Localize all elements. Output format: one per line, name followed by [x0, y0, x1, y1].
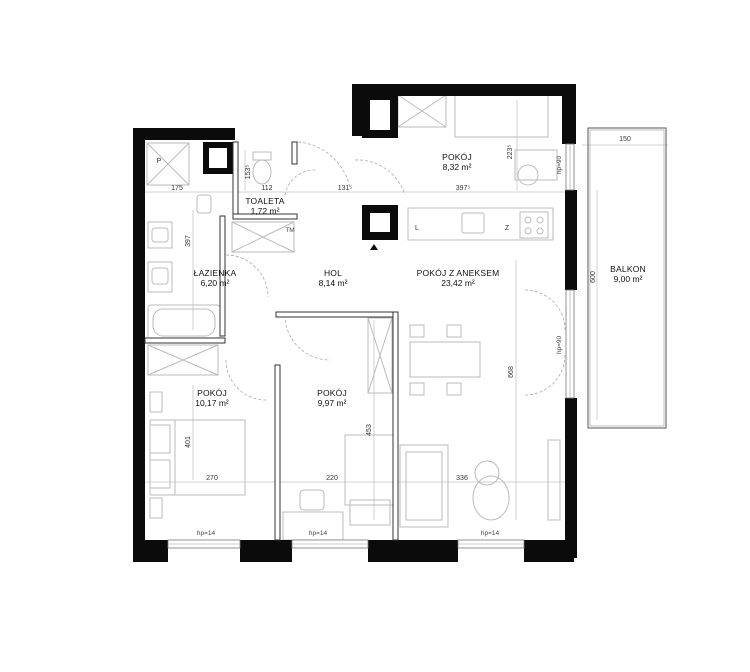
dimension-labels: 175 112 131⁵ 397⁵ 150 270 220 336 153⁵ 2…: [171, 136, 631, 482]
dim-668: 668: [508, 366, 515, 378]
room-area-pokoj-aneks: 23,42 m²: [441, 278, 475, 288]
dim-153: 153⁵: [245, 165, 252, 180]
partition-walls: [144, 141, 399, 541]
room-name-pokoj-left: POKÓJ: [197, 388, 227, 398]
dim-270: 270: [206, 475, 218, 482]
windows: [167, 143, 575, 549]
dim-401: 401: [185, 436, 192, 448]
room-name-pokoj-mid: POKÓJ: [317, 388, 347, 398]
dim-223: 223⁵: [507, 145, 514, 160]
room-name-lazienka: ŁAZIENKA: [194, 268, 237, 278]
room-name-toaleta: TOALETA: [245, 196, 284, 206]
room-labels: POKÓJ 8,32 m² TOALETA 1,72 m² ŁAZIENKA 6…: [194, 152, 646, 408]
room-name-pokoj-top: POKÓJ: [442, 152, 472, 162]
dim-336: 336: [456, 475, 468, 482]
label-kitchen-l: L: [415, 225, 419, 232]
room-area-pokoj-left: 10,17 m²: [195, 398, 229, 408]
dim-150: 150: [619, 136, 631, 143]
dim-397h: 397⁵: [456, 185, 471, 192]
label-hp14-left: hp=14: [197, 530, 216, 537]
dim-131: 131⁵: [338, 185, 353, 192]
dim-175: 175: [171, 185, 183, 192]
label-hp90-top: hp=90: [556, 155, 563, 174]
room-area-pokoj-mid: 9,97 m²: [318, 398, 347, 408]
room-area-hol: 8,14 m²: [319, 278, 348, 288]
label-hp90-mid: hp=90: [556, 335, 563, 354]
room-area-lazienka: 6,20 m²: [201, 278, 230, 288]
dim-453: 453: [366, 424, 373, 436]
room-area-pokoj-top: 8,32 m²: [443, 162, 472, 172]
dim-397v: 397: [185, 235, 192, 247]
room-name-balkon: BALKON: [610, 264, 646, 274]
dim-600: 600: [590, 271, 597, 283]
walls: [133, 84, 577, 562]
room-area-toaleta: 1,72 m²: [251, 206, 280, 216]
label-hp14-right: hp=14: [481, 530, 500, 537]
label-tm: TM: [285, 227, 294, 234]
room-name-hol: HOL: [324, 268, 342, 278]
misc-labels: hp=90 hp=90 hp=14 hp=14 hp=14 P L Z TM: [157, 155, 563, 537]
label-kitchen-z: Z: [505, 225, 510, 232]
label-hp14-mid: hp=14: [309, 530, 328, 537]
door-swings: [225, 141, 566, 401]
room-area-balkon: 9,00 m²: [614, 274, 643, 284]
room-name-pokoj-aneks: POKÓJ Z ANEKSEM: [417, 268, 500, 278]
dim-220: 220: [326, 475, 338, 482]
label-shower-p: P: [157, 158, 162, 165]
dim-112: 112: [261, 185, 272, 192]
balcony: [587, 127, 667, 429]
